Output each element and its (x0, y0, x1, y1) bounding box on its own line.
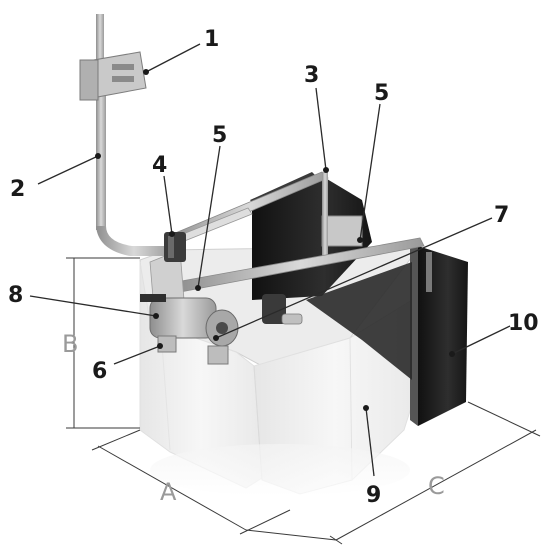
callout-2: 2 (10, 177, 25, 202)
leader-10 (451, 325, 511, 355)
side-baffle (410, 246, 468, 426)
leader-5b (359, 103, 381, 241)
wall-bracket-slot (112, 64, 134, 70)
leader-4-dot (169, 231, 175, 237)
rail-clamp-body (164, 232, 186, 262)
mounting-rod (79, 14, 172, 256)
leader-5a-dot (195, 285, 201, 291)
callout-1: 1 (204, 27, 219, 52)
callout-3: 3 (304, 63, 319, 88)
leader-10-dot (449, 351, 455, 357)
leader-1-dot (143, 69, 149, 75)
leader-6-dot (157, 343, 163, 349)
rod-bend (96, 226, 172, 256)
callout-10: 10 (508, 311, 539, 336)
dimension-labels: A B C (62, 330, 445, 506)
rail-back-post (322, 172, 328, 258)
side-baffle-front (418, 246, 468, 426)
dimension-c-label: C (428, 472, 445, 500)
inner-wall (306, 262, 412, 380)
rail-clamp (164, 232, 186, 262)
callout-labels: 1 2 3 4 5 5 6 7 8 9 10 (8, 27, 539, 508)
leader-5a (197, 145, 221, 289)
motor-mount-foot (207, 345, 229, 365)
callout-8: 8 (8, 283, 23, 308)
leader-6 (113, 345, 161, 365)
side-baffle-slot (426, 252, 432, 292)
callout-5a: 5 (212, 123, 227, 148)
callout-9: 9 (366, 483, 381, 508)
rod-vertical (96, 90, 106, 230)
dimension-a-tick (91, 429, 141, 451)
leader-4 (163, 175, 173, 235)
leader-2-dot (95, 153, 101, 159)
rod-top-stub (96, 14, 104, 62)
leader-5b-dot (357, 237, 363, 243)
dimension-a-line (97, 445, 247, 531)
leader-9-dot (363, 405, 369, 411)
motor-shaft (216, 322, 228, 334)
callout-5b: 5 (374, 81, 389, 106)
wall-bracket-plate (79, 59, 99, 101)
skimmer-clamp-block (262, 294, 286, 324)
leader-7-dot (213, 335, 219, 341)
wall-bracket-slot (112, 76, 134, 82)
dimension-a-label: A (160, 478, 177, 506)
dimension-c-tick (329, 535, 343, 545)
callout-6: 6 (92, 359, 107, 384)
dimension-c-tick (467, 401, 541, 437)
dimension-lines (66, 257, 541, 545)
leader-lines (29, 43, 511, 477)
leader-9 (365, 407, 375, 477)
leader-3 (315, 87, 327, 171)
leader-2 (37, 155, 99, 185)
leader-8 (29, 295, 157, 317)
leader-1 (145, 43, 201, 73)
callout-7: 7 (494, 203, 509, 228)
motor-top-bar (140, 294, 166, 302)
dimension-b-label: B (62, 330, 78, 358)
leader-7 (215, 217, 493, 339)
rail-clamp-highlight (168, 236, 174, 258)
tank-bottom-shadow (150, 444, 410, 496)
motor-assembly (140, 294, 239, 365)
dimension-c-line (335, 429, 537, 541)
skimmer-clamp-pin (281, 313, 303, 325)
leader-3-dot (323, 167, 329, 173)
callout-4: 4 (152, 153, 167, 178)
leader-8-dot (153, 313, 159, 319)
dimension-c-line (245, 529, 337, 541)
skimmer-clamp (262, 294, 303, 325)
